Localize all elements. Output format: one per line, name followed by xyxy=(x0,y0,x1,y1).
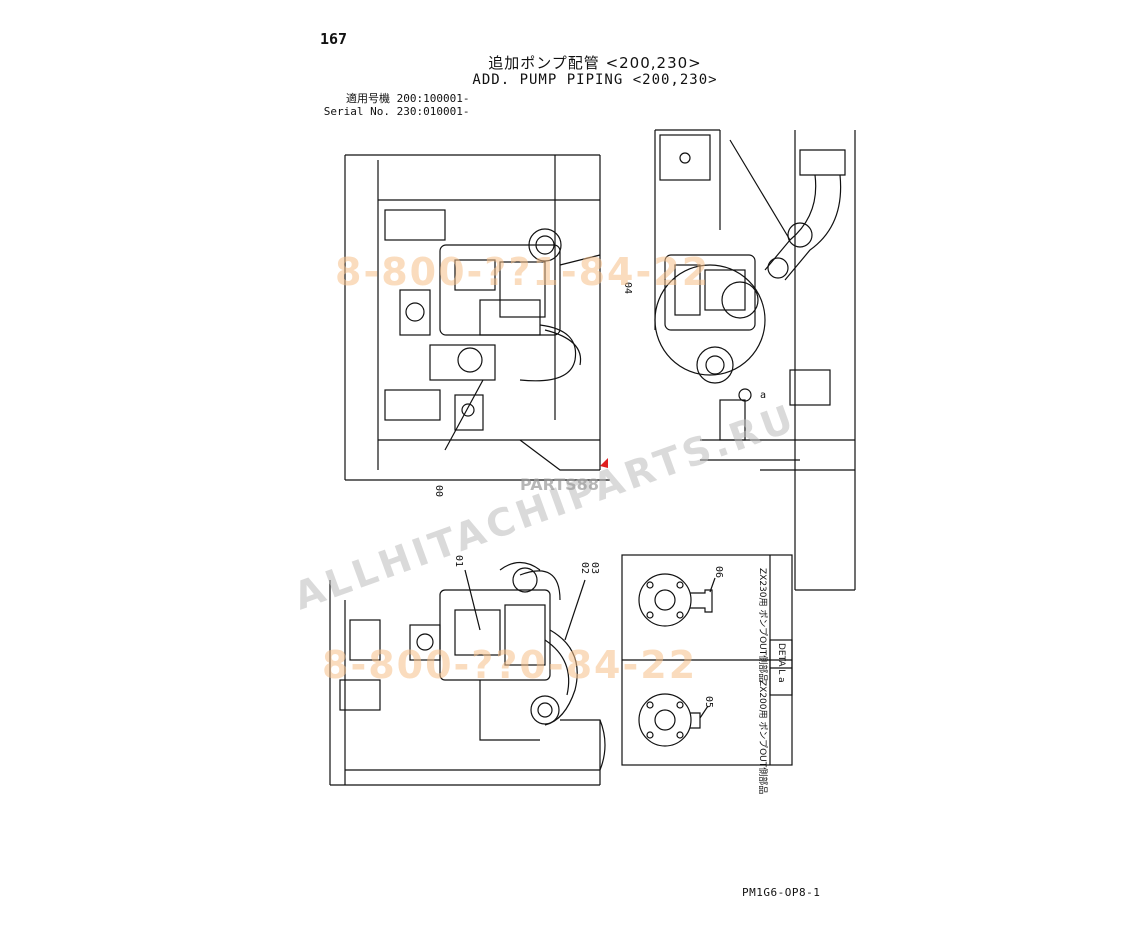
callout-01: 01 xyxy=(453,555,464,567)
watermark-logo: PARTS88 xyxy=(520,475,599,494)
serial-label-en: Serial No. xyxy=(323,105,390,118)
view-bottom-left xyxy=(329,561,606,786)
watermark-phone-top: 8-800-??1-84-22 xyxy=(335,250,710,294)
callout-03: 03 xyxy=(589,562,600,574)
watermark-brand: ALLHITACHIPARTS.RU xyxy=(288,395,802,618)
detail-a-box xyxy=(621,554,793,766)
watermark-phone-bottom: 8-800-??0-84-22 xyxy=(322,643,697,687)
view-top-right xyxy=(654,129,856,591)
serial-label-jp: 適用号機 xyxy=(346,92,390,105)
view-top-left xyxy=(344,154,610,481)
callout-05: 05 xyxy=(703,696,714,708)
page-title-japanese: 追加ポンプ配管 <200,230> xyxy=(488,54,702,72)
callout-02: 02 xyxy=(579,562,590,574)
callout-06: 06 xyxy=(713,566,724,578)
note-zx200: ZX200用 ポンプOUT側部品 xyxy=(757,680,769,794)
callout-04: 04 xyxy=(622,282,633,294)
page-title-english: ADD. PUMP PIPING <200,230> xyxy=(472,72,718,88)
detail-marker-a: a xyxy=(760,390,766,401)
note-zx230: ZX230用 ポンプOUT側部品 xyxy=(757,568,769,682)
detail-label: DETAIL a xyxy=(776,643,786,683)
page-number: 167 xyxy=(320,30,348,48)
drawing-code: PM1G6-OP8-1 xyxy=(742,886,821,899)
serial-block: 適用号機 200:100001- Serial No. 230:010001- xyxy=(320,92,470,118)
red-marker-icon xyxy=(600,458,608,468)
serial-value-200: 200:100001- xyxy=(396,92,470,105)
callout-00: 00 xyxy=(433,485,444,497)
serial-value-230: 230:010001- xyxy=(396,105,470,118)
